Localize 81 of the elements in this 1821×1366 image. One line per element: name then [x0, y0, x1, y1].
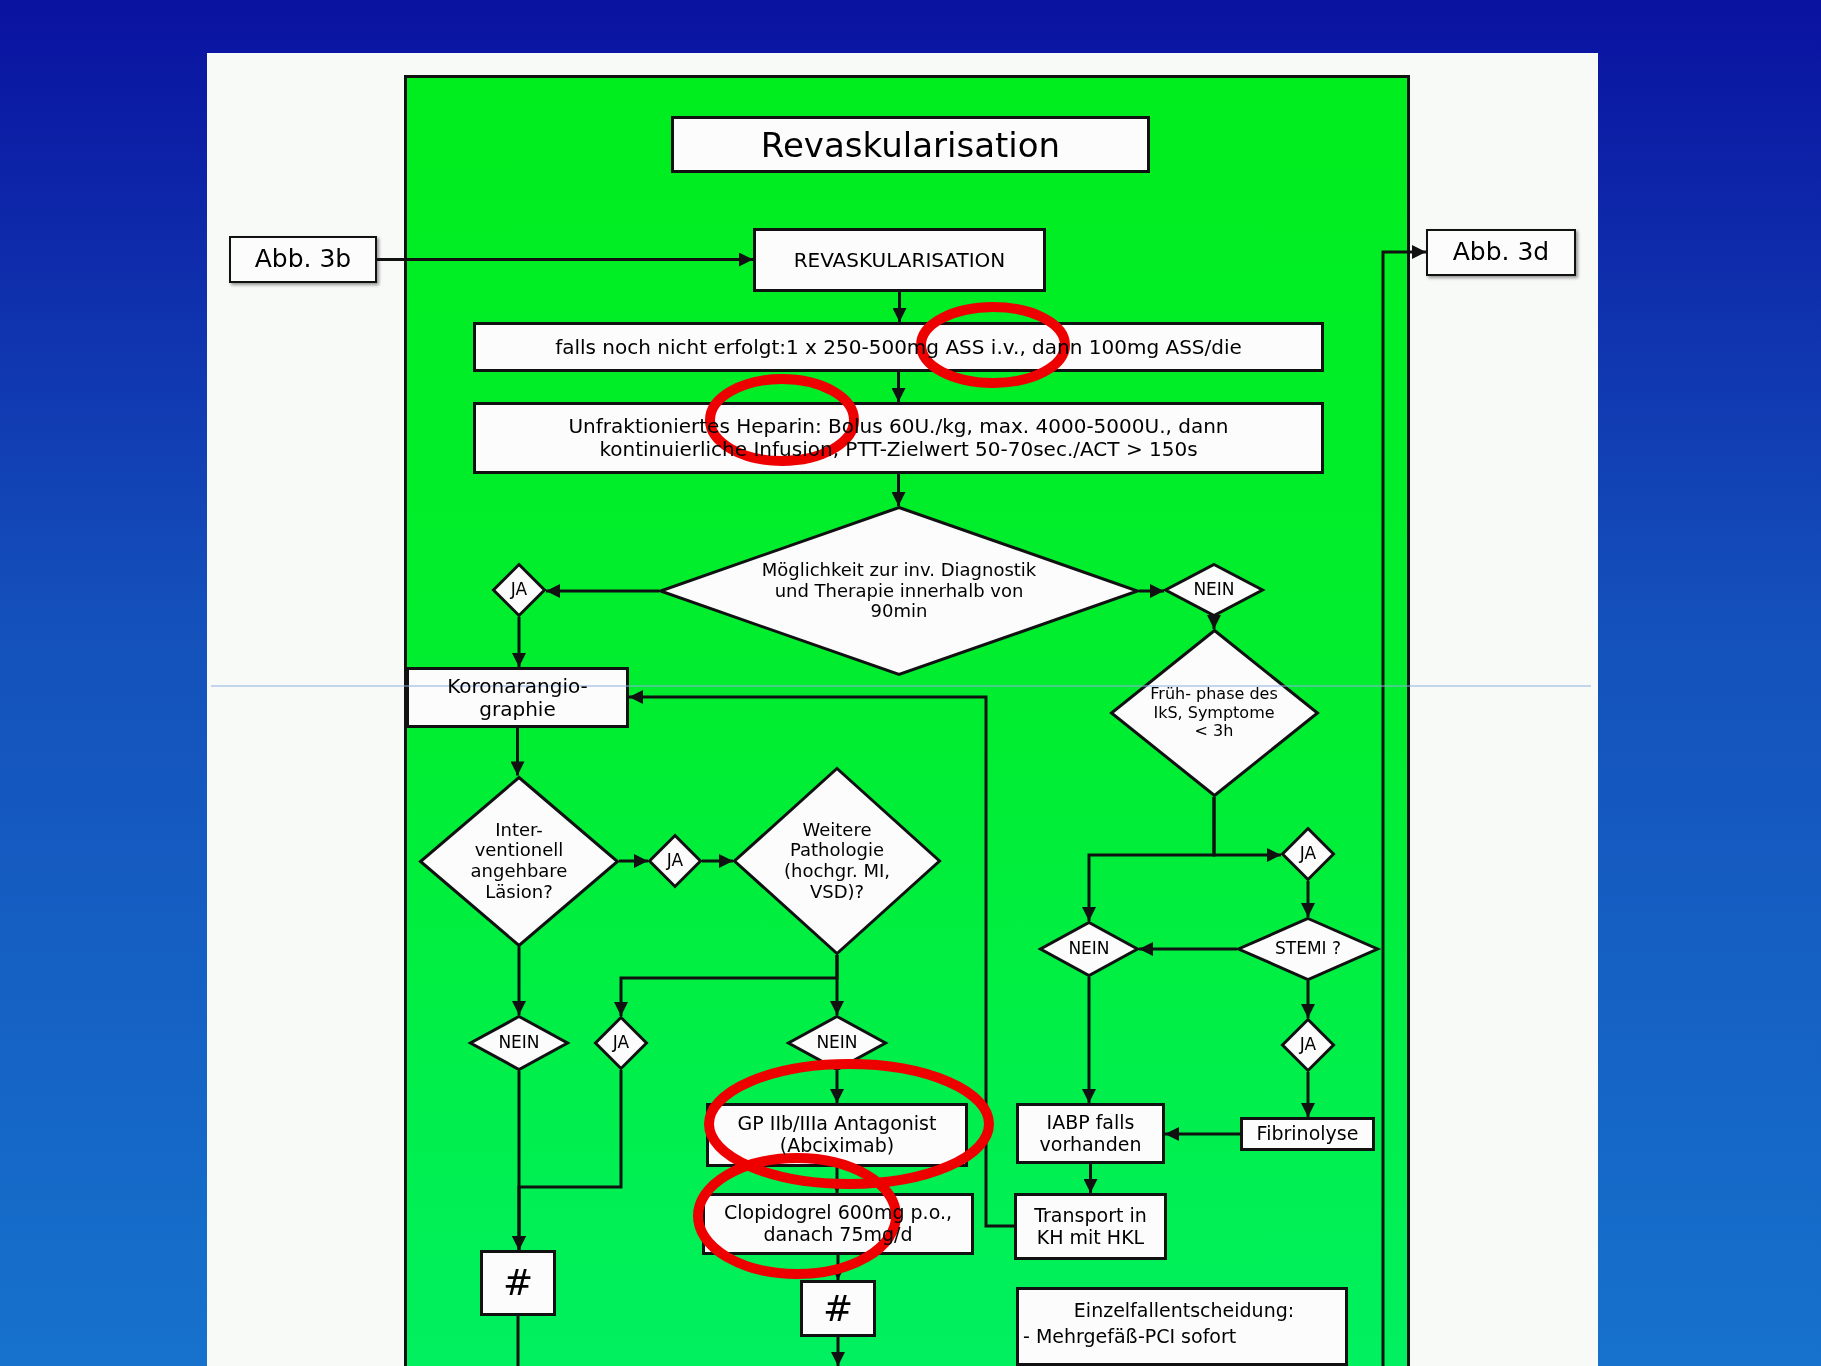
decision-diamond — [659, 506, 1139, 676]
decision-diamond — [733, 767, 941, 955]
box-text: IABP falls vorhanden — [1038, 1111, 1143, 1156]
arrow — [830, 955, 844, 1015]
box-text: REVASKULARISATION — [793, 248, 1006, 272]
arrow — [892, 292, 907, 322]
note-text: - Mehrgefäß-PCI sofort — [1023, 1325, 1238, 1348]
process-box — [406, 667, 629, 728]
box-text: Koronarangio- graphie — [446, 674, 589, 721]
arrow — [702, 854, 733, 868]
arrow — [1082, 797, 1216, 921]
answer-diamond — [1281, 1018, 1335, 1072]
arrow — [546, 584, 659, 598]
arrow — [510, 728, 525, 776]
answer-diamond — [492, 563, 546, 617]
arrow — [1083, 1164, 1098, 1193]
answer-diamond — [469, 1015, 569, 1071]
arrow — [377, 252, 753, 267]
decision-text: Weitere Pathologie (hochgr. MI, VSD)? — [783, 819, 891, 903]
arrow — [629, 690, 1014, 1228]
decision-diamond — [419, 775, 619, 947]
answer-diamond — [1281, 827, 1335, 881]
arrow — [1381, 245, 1426, 1366]
answer-text: NEIN — [498, 1033, 540, 1053]
arrow — [1301, 881, 1315, 917]
note-box — [1016, 1287, 1348, 1366]
process-box — [473, 402, 1324, 474]
arrow — [512, 1070, 623, 1250]
answer-diamond — [787, 1015, 887, 1071]
answer-text: JA — [510, 580, 528, 600]
decision-text: Inter- ventionell angehbare Läsion? — [469, 819, 569, 903]
answer-diamond — [594, 1016, 648, 1070]
box-text: Fibrinolyse — [1256, 1123, 1359, 1145]
process-box — [753, 228, 1046, 292]
arrow — [1165, 1127, 1240, 1141]
arrow — [512, 617, 526, 667]
decision-text: Möglichkeit zur inv. Diagnostik und Therapie innerhalb von 90min — [760, 559, 1038, 623]
box-text: # — [502, 1262, 534, 1304]
arrow — [831, 1337, 845, 1366]
note-text: Einzelfallentscheidung: — [1072, 1300, 1296, 1322]
answer-text: JA — [1299, 844, 1317, 864]
arrow — [1139, 584, 1164, 598]
box-text: # — [822, 1287, 854, 1330]
answer-text: STEMI ? — [1275, 939, 1341, 959]
process-box — [480, 1250, 556, 1316]
answer-diamond — [1164, 563, 1264, 617]
decision-text: Früh- phase des IkS, Symptome < 3h — [1150, 685, 1278, 741]
arrow — [1139, 942, 1237, 956]
process-box — [1014, 1193, 1167, 1260]
reference-text: Abb. 3b — [254, 245, 352, 274]
answer-text: NEIN — [816, 1033, 858, 1053]
answer-text: JA — [612, 1033, 630, 1053]
decision-diamond — [1109, 629, 1319, 797]
process-box — [1016, 1103, 1165, 1164]
answer-text: NEIN — [1193, 580, 1235, 600]
process-box — [800, 1280, 876, 1337]
reference-text: Abb. 3d — [1452, 238, 1550, 267]
arrow — [891, 474, 906, 506]
process-box — [473, 322, 1324, 372]
process-box — [1240, 1117, 1375, 1151]
box-text: GP IIb/IIIa Antagonist (Abciximab) — [736, 1113, 938, 1157]
process-box — [702, 1193, 974, 1255]
answer-diamond — [648, 834, 702, 888]
answer-text: JA — [1299, 1035, 1317, 1055]
arrow — [1207, 615, 1221, 629]
answer-text: NEIN — [1068, 939, 1110, 959]
box-text: Transport in KH mit HKL — [1033, 1204, 1148, 1249]
diagram-title: Revaskularisation — [671, 116, 1150, 173]
arrow — [1082, 977, 1096, 1103]
arrow — [1301, 981, 1315, 1018]
arrow — [1301, 1072, 1315, 1117]
arrow — [891, 372, 906, 402]
answer-diamond — [1039, 921, 1139, 977]
answer-text: JA — [666, 851, 684, 871]
answer-diamond — [1237, 917, 1379, 981]
arrow — [619, 854, 648, 868]
arrow — [512, 946, 526, 1015]
connector-line — [516, 1316, 520, 1366]
reference-box — [1426, 229, 1576, 276]
arrow — [830, 1071, 844, 1103]
reference-box — [229, 236, 377, 283]
